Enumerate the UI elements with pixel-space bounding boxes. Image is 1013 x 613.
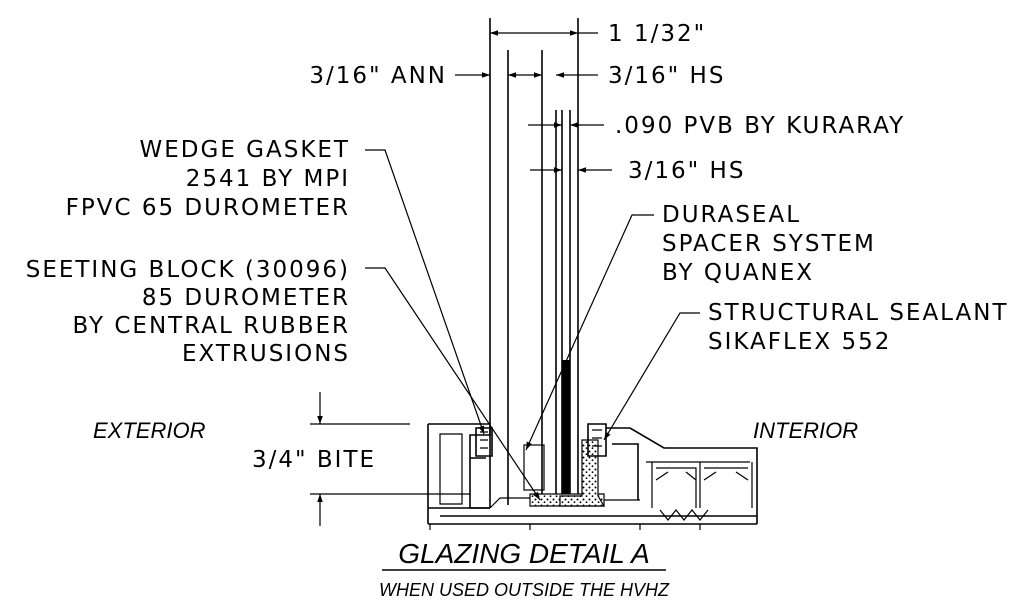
dim-lite-exterior-label: 3/16" ANN bbox=[309, 63, 447, 89]
dimension-lite-interior-inner: 3/16" HS bbox=[530, 158, 745, 184]
interior-label: INTERIOR bbox=[753, 418, 858, 443]
dim-overall-label: 1 1/32" bbox=[608, 21, 706, 47]
callout-sealant-line-2: SIKAFLEX 552 bbox=[708, 329, 891, 355]
dimension-overall: 1 1/32" bbox=[490, 21, 706, 47]
callout-setting-block-line-4: EXTRUSIONS bbox=[182, 341, 350, 367]
frame-profile bbox=[427, 423, 758, 530]
callout-wedge-gasket-line-3: FPVC 65 DUROMETER bbox=[66, 195, 350, 221]
dimension-bite: 3/4" BITE bbox=[252, 392, 470, 526]
dim-interlayer-label: .090 PVB BY KURARAY bbox=[615, 113, 905, 139]
dimension-lite-exterior: 3/16" ANN bbox=[309, 63, 542, 89]
callout-sealant: STRUCTURAL SEALANT SIKAFLEX 552 bbox=[603, 300, 1009, 441]
callout-setting-block: SEETING BLOCK (30096) 85 DUROMETER BY CE… bbox=[26, 257, 541, 501]
callout-spacer-line-3: BY QUANEX bbox=[662, 260, 814, 286]
dim-lite-interior-outer-label: 3/16" HS bbox=[608, 63, 725, 89]
callout-spacer-line-2: SPACER SYSTEM bbox=[662, 231, 876, 257]
callout-wedge-gasket-line-2: 2541 BY MPI bbox=[186, 166, 350, 192]
callout-wedge-gasket: WEDGE GASKET 2541 BY MPI FPVC 65 DUROMET… bbox=[66, 137, 485, 435]
dim-lite-interior-inner-label: 3/16" HS bbox=[628, 158, 745, 184]
glass-assembly bbox=[489, 18, 579, 508]
dimension-interlayer: .090 PVB BY KURARAY bbox=[528, 113, 905, 139]
dim-bite-label: 3/4" BITE bbox=[252, 447, 376, 473]
callout-spacer-line-1: DURASEAL bbox=[662, 202, 801, 228]
dimension-lite-interior-outer: 3/16" HS bbox=[556, 63, 725, 89]
callout-spacer: DURASEAL SPACER SYSTEM BY QUANEX bbox=[525, 202, 876, 451]
drawing-title: GLAZING DETAIL A bbox=[398, 538, 650, 569]
exterior-label: EXTERIOR bbox=[93, 418, 206, 443]
callout-sealant-line-1: STRUCTURAL SEALANT bbox=[708, 300, 1009, 326]
callout-setting-block-line-3: BY CENTRAL RUBBER bbox=[72, 313, 350, 339]
callout-wedge-gasket-line-1: WEDGE GASKET bbox=[140, 137, 350, 163]
drawing-subtitle: WHEN USED OUTSIDE THE HVHZ bbox=[379, 580, 670, 600]
callout-setting-block-line-2: 85 DUROMETER bbox=[142, 285, 350, 311]
callout-setting-block-line-1: SEETING BLOCK (30096) bbox=[26, 257, 350, 283]
interior-gasket bbox=[587, 423, 607, 457]
